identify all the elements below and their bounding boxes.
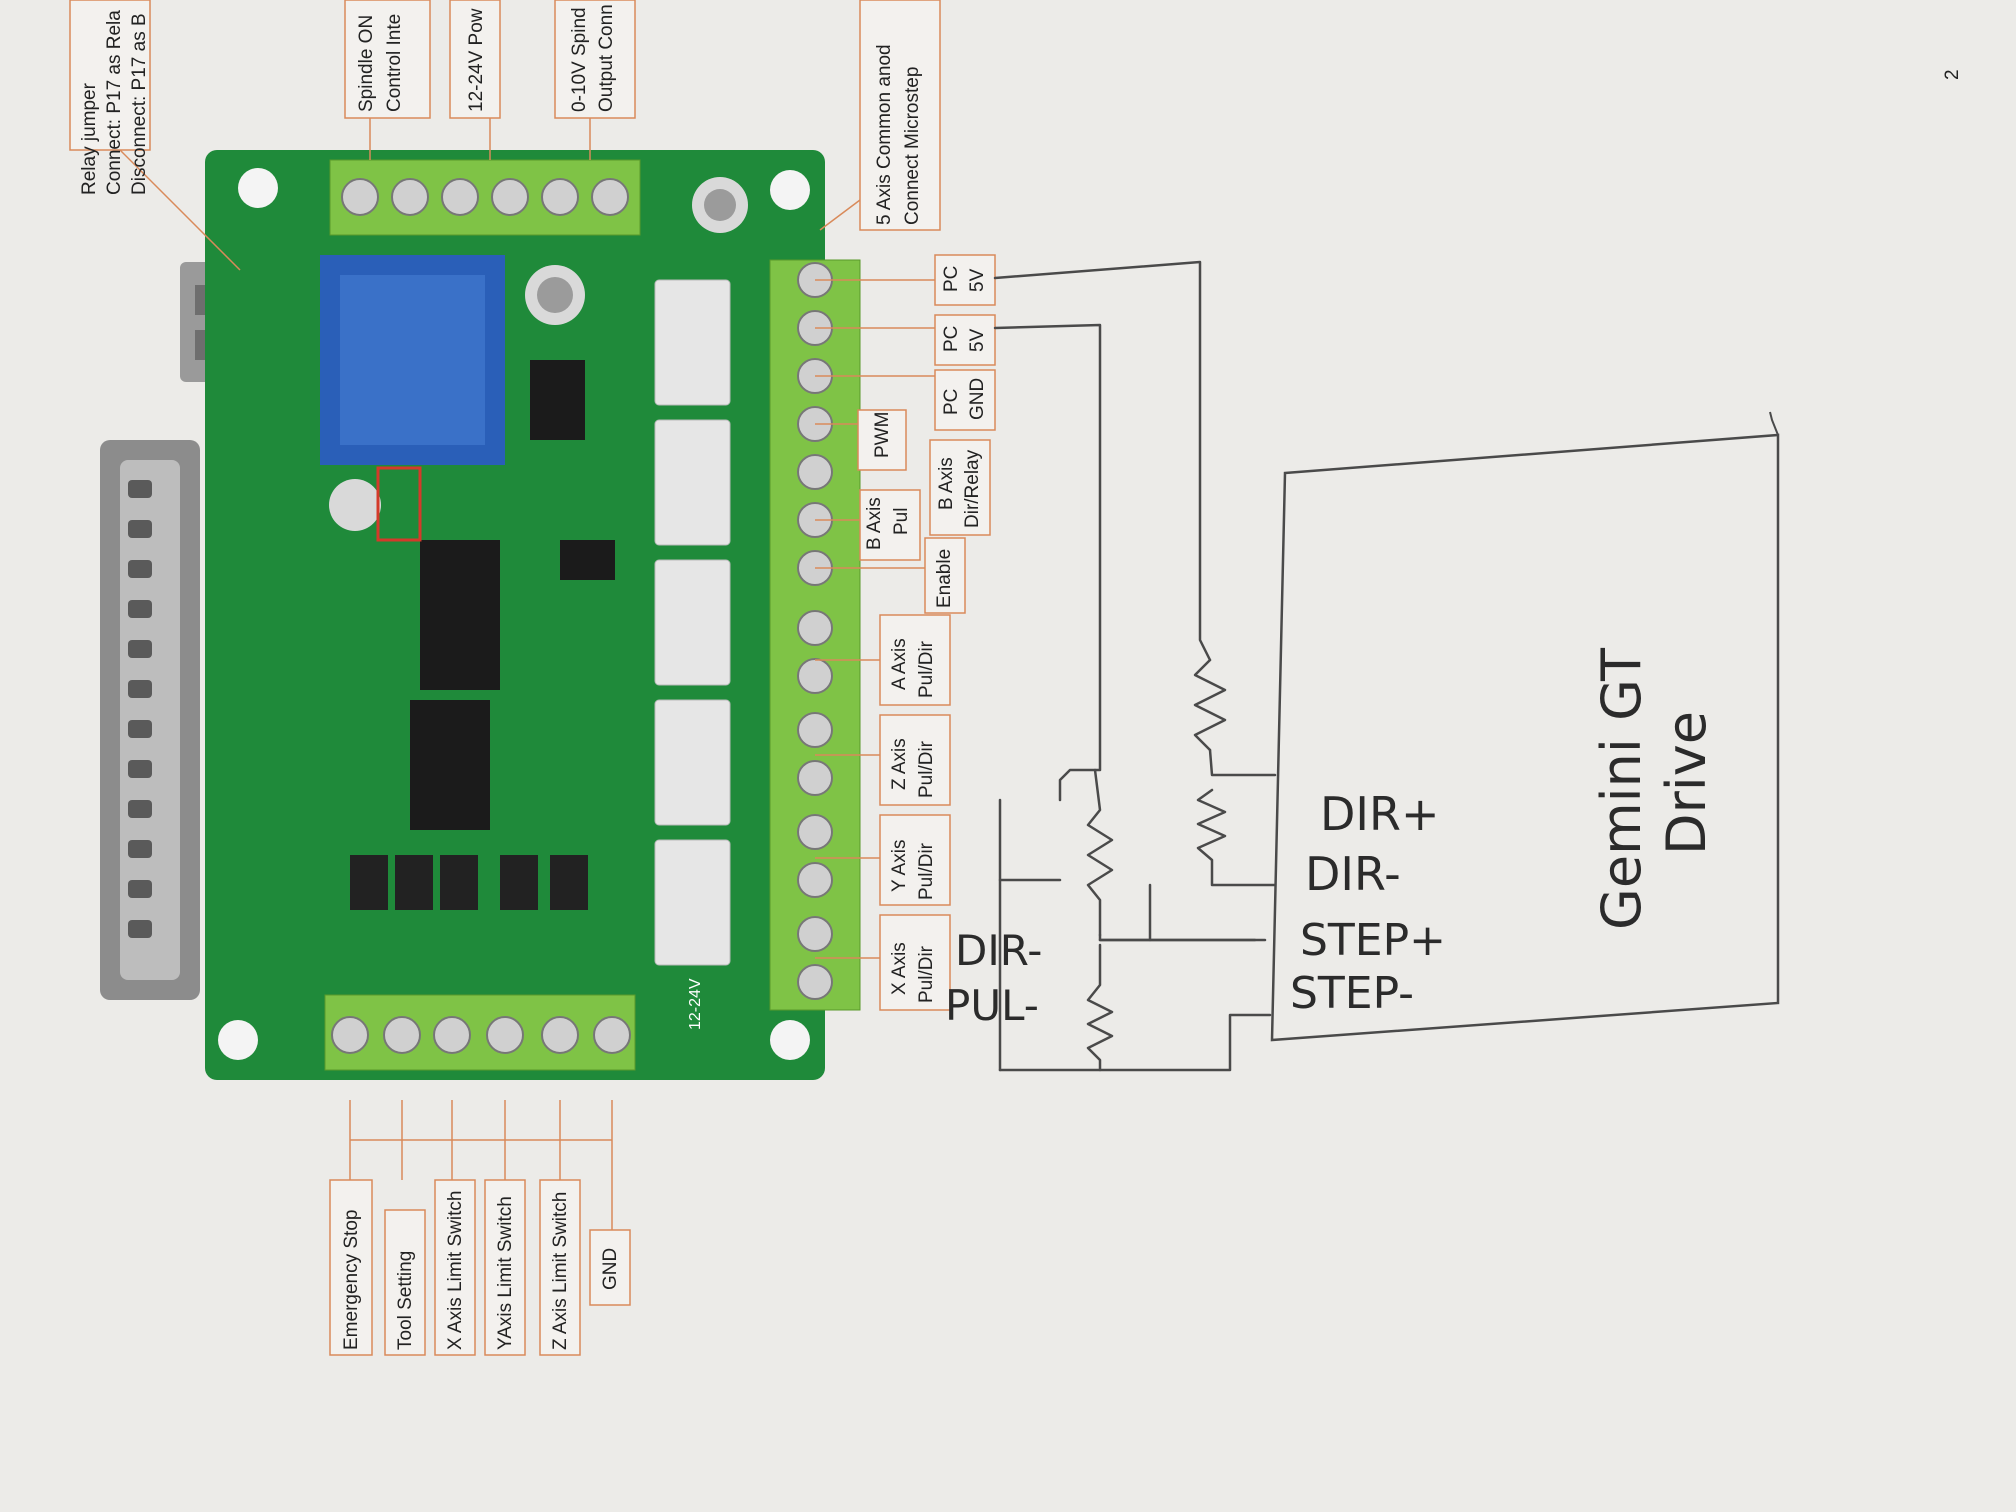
z-axis-label-1: Z Axis <box>889 738 910 790</box>
mount-hole <box>238 168 278 208</box>
input-label-x-limit: X Axis Limit Switch <box>445 1191 466 1350</box>
resistor-dir-bottom <box>1196 788 1277 887</box>
pc5v-b-label-2: 5V <box>967 328 988 352</box>
hand-dir-plus: DIR+ <box>1320 787 1440 841</box>
relay-jumper-label-2: Connect: P17 as Rela <box>104 10 125 195</box>
input-label-z-limit: Z Axis Limit Switch <box>550 1192 571 1350</box>
y-axis-label-2: Pul/Dir <box>916 842 937 900</box>
resistor-left-dir <box>1086 768 1114 937</box>
optocouplers <box>350 855 588 910</box>
y-axis-label-1: Y Axis <box>889 840 910 892</box>
x-axis-label-2: Pul/Dir <box>916 945 937 1003</box>
pc-gnd-label-2: GND <box>967 378 988 420</box>
input-label-gnd: GND <box>600 1248 621 1290</box>
pc5v-b-label-1: PC <box>941 326 962 352</box>
ic-chip <box>410 700 490 830</box>
spindle-label-2: Control Inte <box>384 14 405 112</box>
enable-label: Enable <box>934 549 955 608</box>
hand-step-plus: STEP+ <box>1300 915 1446 966</box>
power-label: 12-24V Pow <box>466 8 487 112</box>
hand-left-pul-minus: PUL- <box>945 981 1039 1030</box>
db25-pins <box>128 480 152 938</box>
input-label-tool: Tool Setting <box>395 1251 416 1350</box>
bottom-terminal-block <box>324 994 636 1071</box>
page-number: 2 <box>1942 69 1963 80</box>
b-pul-label-1: B Axis <box>864 497 885 550</box>
hand-dir-minus: DIR- <box>1305 847 1401 901</box>
jst-connectors <box>654 279 731 966</box>
mount-hole <box>218 1020 258 1060</box>
hand-left-dir-minus: DIR- <box>955 926 1042 975</box>
mount-hole <box>770 170 810 210</box>
hand-drawn-wiring <box>993 260 1277 1072</box>
hand-drive-line-1: Gemini GT <box>1590 647 1653 930</box>
hand-drive-line-2: Drive <box>1655 711 1718 855</box>
breakout-board: 12-24V <box>100 150 861 1080</box>
common-anode-label-1: 5 Axis Common anod <box>874 44 895 225</box>
pc5v-a-label-2: 5V <box>967 268 988 292</box>
capacitor <box>329 479 381 531</box>
top-terminal-block <box>329 159 641 236</box>
relay-jumper-label-1: Relay jumper <box>79 82 100 195</box>
input-label-y-limit: YAxis Limit Switch <box>495 1196 516 1350</box>
board-power-mark: 12-24V <box>687 978 704 1030</box>
spindle-out-label-2: Output Conn <box>596 4 617 112</box>
z-axis-label-2: Pul/Dir <box>916 740 937 798</box>
regulator <box>530 360 585 440</box>
resistor-left-pul <box>1086 943 1114 1072</box>
pcb <box>205 150 825 1080</box>
resistor-dir-top <box>1193 658 1227 752</box>
relay-jumper-label-3: Disconnect: P17 as B <box>129 13 150 195</box>
x-axis-label-1: X Axis <box>889 942 910 995</box>
printed-labels <box>119 118 940 1230</box>
ic-chip <box>420 540 500 690</box>
relay-jumper-header <box>376 466 422 542</box>
pc5v-a-label-1: PC <box>941 266 962 292</box>
pc-gnd-label-1: PC <box>941 389 962 415</box>
a-axis-label-2: Pul/Dir <box>916 640 937 698</box>
a-axis-label-1: A Axis <box>889 638 910 690</box>
common-anode-label-2: Connect Microstep <box>902 67 923 225</box>
spindle-out-label-1: 0-10V Spind <box>569 7 590 112</box>
input-label-emergency: Emergency Stop <box>341 1210 362 1350</box>
mount-hole <box>770 1020 810 1060</box>
b-dir-label-1: B Axis <box>936 457 957 510</box>
pwm-label: PWM <box>872 412 893 458</box>
hand-step-minus: STEP- <box>1290 968 1414 1019</box>
right-terminal-block <box>769 259 861 1011</box>
spindle-label-1: Spindle ON <box>356 15 377 112</box>
b-pul-label-2: Pul <box>891 508 912 535</box>
b-dir-label-2: Dir/Relay <box>962 449 983 528</box>
gemini-drive-box <box>1270 433 1780 1042</box>
